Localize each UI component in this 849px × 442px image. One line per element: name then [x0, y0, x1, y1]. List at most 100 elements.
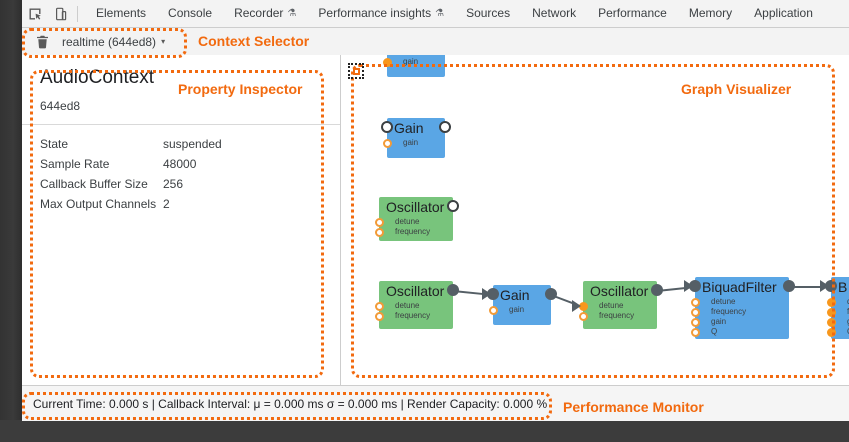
audio-connection-arrow: [820, 280, 829, 292]
tab-performance-insights-label: Performance insights: [318, 6, 432, 20]
audio-param-port-Q[interactable]: [827, 328, 836, 337]
audio-param-port-frequency[interactable]: [691, 308, 700, 317]
tab-performance[interactable]: Performance: [587, 0, 678, 27]
audio-node-output-port[interactable]: [439, 121, 451, 133]
tab-sources-label: Sources: [466, 6, 511, 20]
audio-node-title: Gain: [500, 287, 530, 303]
audio-node-title: Gain: [394, 120, 424, 136]
audio-node-params: gain: [387, 137, 445, 152]
audio-node-gain-second[interactable]: Gain gain: [381, 118, 451, 158]
property-key: Callback Buffer Size: [40, 177, 148, 191]
audio-param-port-gain[interactable]: [691, 318, 700, 327]
annotation-resize-handle[interactable]: [348, 63, 364, 79]
audio-connection-arrow: [572, 300, 581, 312]
audio-node-title: Oscillator: [386, 283, 445, 299]
annotation-label-performance-monitor: Performance Monitor: [563, 399, 704, 415]
experiment-flask-icon: ⚗: [287, 8, 297, 19]
audio-node-title: B: [838, 279, 848, 295]
performance-monitor-text: Current Time: 0.000 s | Callback Interva…: [33, 396, 548, 411]
tab-performance-insights[interactable]: Performance insights ⚗: [307, 0, 455, 27]
audio-param-fre: fre: [847, 307, 849, 316]
audio-param-port-gain[interactable]: [383, 58, 392, 67]
tab-elements[interactable]: Elements: [85, 0, 157, 27]
audio-node-gain-1[interactable]: Gain gain: [487, 285, 557, 325]
context-select[interactable]: realtime (644ed8) ▾: [58, 33, 169, 51]
context-select-value: realtime (644ed8): [62, 34, 157, 49]
audio-param-ga: ga: [831, 317, 849, 327]
audio-param-gain: gain: [403, 138, 419, 147]
audio-node-params: gain: [493, 304, 551, 319]
tab-console-label: Console: [168, 6, 213, 20]
tabbar-divider: [77, 5, 78, 22]
audio-param-port-gain[interactable]: [489, 306, 498, 315]
tab-recorder[interactable]: Recorder ⚗: [223, 0, 307, 27]
tab-console[interactable]: Console: [157, 0, 223, 27]
audio-param-Q: Q: [831, 327, 849, 337]
inspect-element-icon[interactable]: [22, 1, 48, 27]
audio-param-de: de: [831, 297, 849, 307]
audio-param-detune: detune: [599, 301, 624, 310]
audio-param-detune: detune: [395, 217, 420, 226]
audio-param-port-detune[interactable]: [691, 298, 700, 307]
audio-connection-edge: [789, 286, 823, 288]
audio-node-biquad-2[interactable]: BdefregaQ: [825, 277, 849, 339]
tab-application-label: Application: [754, 6, 813, 20]
table-row: Max Output Channels 2: [40, 194, 222, 214]
device-toolbar-icon[interactable]: [48, 1, 74, 27]
audio-param-port-frequency[interactable]: [579, 312, 588, 321]
tab-recorder-label: Recorder: [234, 6, 284, 20]
audio-param-port-fre[interactable]: [827, 308, 836, 317]
property-key: State: [40, 137, 69, 151]
audio-node-output-port[interactable]: [447, 284, 459, 296]
audio-node-title: Oscillator: [590, 283, 649, 299]
audio-node-params: gain: [387, 56, 445, 71]
tab-application[interactable]: Application: [743, 0, 824, 27]
tab-performance-label: Performance: [598, 6, 667, 20]
audio-param-port-Q[interactable]: [691, 328, 700, 337]
tab-elements-label: Elements: [96, 6, 147, 20]
tab-memory[interactable]: Memory: [678, 0, 743, 27]
audio-param-port-gain[interactable]: [383, 139, 392, 148]
tab-network[interactable]: Network: [521, 0, 587, 27]
trash-icon[interactable]: [31, 31, 53, 53]
property-value: 48000: [163, 157, 197, 171]
audio-param-port-detune[interactable]: [375, 302, 384, 311]
performance-monitor-bar: Current Time: 0.000 s | Callback Interva…: [22, 385, 849, 421]
annotation-label-graph-visualizer: Graph Visualizer: [681, 81, 792, 97]
divider: [22, 124, 340, 125]
context-selector-toolbar: realtime (644ed8) ▾: [22, 28, 849, 56]
tab-memory-label: Memory: [688, 6, 733, 20]
audio-param-gain: gain: [711, 317, 727, 326]
audio-node-output-port[interactable]: [447, 200, 459, 212]
audio-param-port-ga[interactable]: [827, 318, 836, 327]
audio-param-frequency: frequency: [395, 227, 431, 236]
devtools-tabbar: Elements Console Recorder ⚗ Performance …: [22, 0, 849, 28]
annotation-label-property-inspector: Property Inspector: [178, 81, 303, 97]
property-key: Max Output Channels: [40, 197, 157, 211]
audio-param-port-frequency[interactable]: [375, 312, 384, 321]
property-key: Sample Rate: [40, 157, 110, 171]
context-id: 644ed8: [40, 99, 81, 113]
tab-sources[interactable]: Sources: [455, 0, 521, 27]
audio-param-frequency: frequency: [395, 311, 431, 320]
browser-chrome-bottom-strip: [0, 420, 849, 442]
table-row: Sample Rate 48000: [40, 154, 222, 174]
table-row: Callback Buffer Size 256: [40, 174, 222, 194]
audio-param-port-detune[interactable]: [375, 218, 384, 227]
audio-node-input-port[interactable]: [381, 121, 393, 133]
audio-param-gain: gain: [509, 305, 525, 314]
graph-canvas[interactable]: GaingainGaingainOscillatordetunefrequenc…: [341, 55, 849, 385]
audio-param-Q: Q: [711, 327, 718, 336]
graph-visualizer-pane[interactable]: GaingainGaingainOscillatordetunefrequenc…: [341, 55, 849, 385]
audio-param-port-de[interactable]: [827, 298, 836, 307]
audio-param-port-frequency[interactable]: [375, 228, 384, 237]
